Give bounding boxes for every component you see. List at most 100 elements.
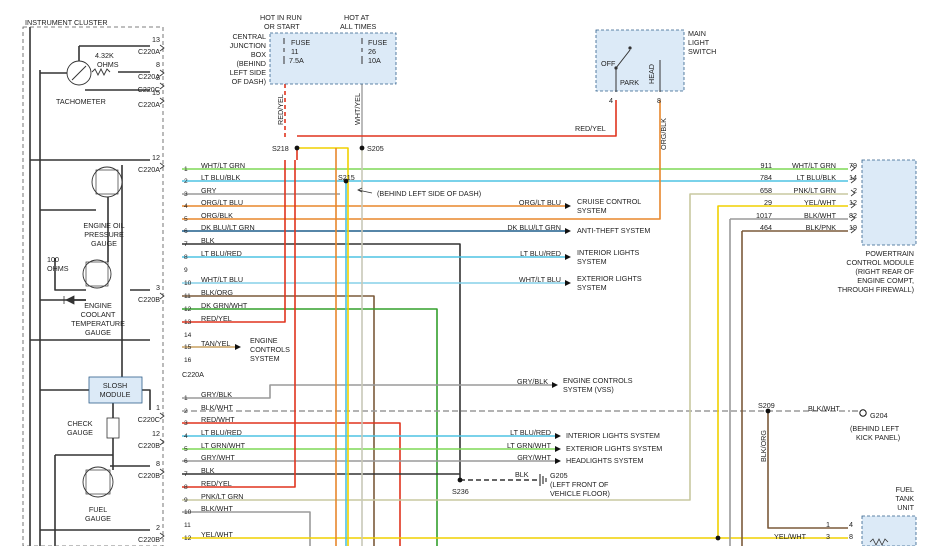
vlabel-wht-yel: WHT/YEL (353, 93, 362, 125)
dest-engine-arrow (235, 344, 241, 350)
pin-b-5-number: 5 (184, 446, 188, 453)
pin-a-11-number: 11 (184, 293, 191, 300)
connector-arrow (159, 44, 165, 52)
svg-text:HOT AT: HOT AT (344, 13, 370, 22)
pcm-circuit-658: 658 (760, 186, 772, 195)
connector-c220a-label: C220A (182, 370, 204, 379)
splice-s205-label: S205 (367, 144, 384, 153)
dest-exterior1-label: EXTERIOR LIGHTS (577, 274, 642, 283)
connector-arrow (159, 82, 165, 90)
switch-pin-8: 8 (657, 96, 661, 105)
connector-pin-c220c-2: 2 (156, 73, 160, 82)
pcm-pin-79: 79 (849, 161, 857, 170)
pin-a-6-number: 6 (184, 228, 188, 235)
connector-pin-c220b-3: 3 (156, 283, 160, 292)
dest-vss-wire: GRY/BLK (517, 377, 548, 386)
connector-arrow (159, 97, 165, 105)
pin-b-6-wire: GRY/WHT (201, 453, 235, 462)
main-light-switch-label: MAIN LIGHT SWITCH (688, 29, 716, 56)
fuel-tank-label: FUEL TANK UNIT (895, 485, 914, 512)
connector-c220b: C220B (138, 295, 160, 304)
pin-a-16-number: 16 (184, 357, 192, 364)
pcm-circuit-464: 464 (760, 223, 772, 232)
splice-s215-label: S215 (338, 173, 355, 182)
tach-resistor (91, 67, 111, 77)
pin-a-14-number: 14 (184, 332, 192, 339)
svg-text:GAUGE: GAUGE (67, 428, 93, 437)
svg-text:THROUGH FIREWALL): THROUGH FIREWALL) (838, 285, 914, 294)
svg-text:OR START: OR START (264, 22, 300, 31)
splice-s209-label: S209 (758, 401, 775, 410)
dest-headlights-arrow (555, 458, 561, 464)
pin-a-12-number: 12 (184, 306, 192, 313)
coolant-resistor-label: 100 OHMS (47, 255, 69, 273)
pin-b-1-wire: GRY/BLK (201, 390, 232, 399)
ground-g204-note: KICK PANEL) (856, 433, 900, 442)
vlabel-blk-org: BLK/ORG (759, 430, 768, 462)
wire-s218-yellow (297, 147, 349, 546)
splice-s218-label: S218 (272, 144, 289, 153)
svg-text:CHECK: CHECK (67, 419, 92, 428)
pin-b-2-number: 2 (184, 408, 188, 415)
pcm-pin-82: 82 (849, 211, 857, 220)
pin-a-9-number: 9 (184, 267, 188, 274)
switch-head-label: HEAD (647, 64, 656, 84)
svg-text:(RIGHT REAR OF: (RIGHT REAR OF (855, 267, 914, 276)
svg-text:FUSE: FUSE (291, 38, 310, 47)
connector-c220b: C220B (138, 441, 160, 450)
dest-engine-label: ENGINE (250, 336, 278, 345)
svg-text:CENTRAL: CENTRAL (232, 32, 266, 41)
coolant-gauge-label: ENGINE COOLANT TEMPERATURE GAUGE (71, 301, 125, 337)
cluster-connectors: 13C220A8C220A2C220C15C220A12C220A3C220B1… (138, 35, 165, 544)
central-junction-box (269, 32, 397, 85)
dest-exterior2-wire: LT GRN/WHT (507, 441, 552, 450)
connector-pin-c220b-12: 12 (152, 429, 160, 438)
hot-at-all-times-label: HOT AT ALL TIMES (340, 13, 377, 31)
dest-engine-label: CONTROLS (250, 345, 290, 354)
pin-a-3-wire: GRY (201, 186, 217, 195)
wire-red-yel-b8 (182, 160, 296, 488)
tachometer-gauge (66, 60, 92, 86)
pcm-pin-2: 2 (853, 186, 857, 195)
pin-b-11-number: 11 (184, 522, 191, 529)
svg-text:GAUGE: GAUGE (91, 239, 117, 248)
svg-text:LEFT SIDE: LEFT SIDE (230, 68, 266, 77)
svg-text:26: 26 (368, 47, 376, 56)
svg-text:7.5A: 7.5A (289, 56, 304, 65)
fuse-26: FUSE 26 10A (361, 38, 387, 65)
oil-pressure-gauge (91, 166, 123, 198)
pin-a-2-wire: LT BLU/BLK (201, 173, 240, 182)
connector-c220c: C220C (138, 85, 160, 94)
pin-a-10-number: 10 (184, 280, 192, 287)
splice-s236-label: S236 (452, 487, 469, 496)
svg-text:ENGINE COMPT,: ENGINE COMPT, (857, 276, 914, 285)
dest-antitheft-arrow (565, 228, 571, 234)
connector-c220b: C220B (138, 535, 160, 544)
switch-park-label: PARK (620, 78, 639, 87)
pin-a-6-wire: DK BLU/LT GRN (201, 223, 255, 232)
pcm-pin-arrow (850, 164, 856, 172)
central-junction-box-label: CENTRAL JUNCTION BOX (BEHIND LEFT SIDE O… (230, 32, 267, 86)
ground-g205-note: VEHICLE FLOOR) (550, 489, 610, 498)
svg-text:GAUGE: GAUGE (85, 514, 111, 523)
dest-exterior1-label: SYSTEM (577, 283, 607, 292)
pin-b-3-wire: RED/WHT (201, 415, 235, 424)
pcm-wire-79: WHT/LT GRN (792, 161, 836, 170)
pcm-wire-2: PNK/LT GRN (794, 186, 836, 195)
pcm-pin-12: 12 (849, 198, 857, 207)
hot-in-run-label: HOT IN RUN OR START (260, 13, 302, 31)
pcm-wire-12: YEL/WHT (804, 198, 837, 207)
svg-text:ENGINE: ENGINE (84, 301, 112, 310)
splice-s205 (359, 145, 365, 151)
fuel-gauge-label: FUEL GAUGE (85, 505, 111, 523)
dest-antitheft-label: ANTI-THEFT SYSTEM (577, 226, 650, 235)
ground-g204-label: G204 (870, 411, 888, 420)
wire-blk-a7 (182, 243, 461, 480)
pin-b-9-number: 9 (184, 497, 188, 504)
pcm-label: POWERTRAIN CONTROL MODULE (RIGHT REAR OF… (838, 249, 915, 294)
pin-a-11-wire: BLK/ORG (201, 288, 233, 297)
g205-ground-icon (539, 474, 547, 486)
